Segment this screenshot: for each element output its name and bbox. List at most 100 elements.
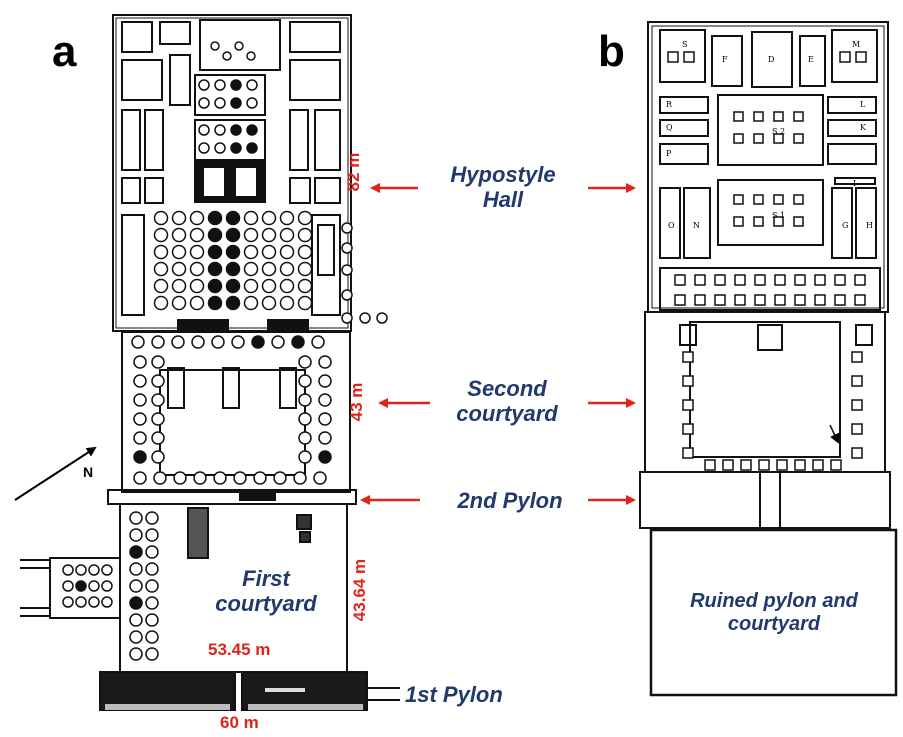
column — [189, 261, 205, 277]
column — [225, 295, 241, 311]
column — [318, 374, 332, 388]
column — [62, 564, 74, 576]
column — [271, 335, 285, 349]
first-courtyard-line2: courtyard — [215, 591, 317, 617]
pillar — [793, 111, 804, 122]
column — [376, 312, 388, 324]
pillar — [714, 274, 726, 286]
dimension-60m: 60 m — [220, 713, 259, 732]
room-label: D — [768, 55, 774, 64]
plan-b-columns — [667, 51, 867, 471]
column — [207, 278, 223, 294]
pillar — [794, 274, 806, 286]
plan-b-second-pylon — [639, 471, 891, 529]
pillar — [776, 459, 788, 471]
pillar — [814, 274, 826, 286]
column — [153, 244, 169, 260]
plan-b — [639, 21, 898, 697]
pillar — [753, 194, 764, 205]
pillar — [704, 459, 716, 471]
column — [153, 261, 169, 277]
column — [313, 471, 327, 485]
column — [129, 528, 143, 542]
first-courtyard-label: First courtyard — [196, 566, 336, 617]
column — [279, 227, 295, 243]
column — [291, 335, 305, 349]
column — [151, 393, 165, 407]
column — [129, 613, 143, 627]
column — [243, 278, 259, 294]
column — [88, 580, 100, 592]
column — [297, 244, 313, 260]
ruined-line2: courtyard — [727, 613, 821, 635]
second-courtyard-line1: Second — [467, 376, 547, 401]
pillar — [682, 399, 694, 411]
column — [279, 278, 295, 294]
ruined-line1: Ruined pylon and — [690, 590, 858, 612]
column — [298, 412, 312, 426]
plan-b-hall-s2 — [717, 94, 824, 166]
pillar — [851, 447, 863, 459]
dimension-82m: 82 m — [344, 152, 363, 192]
column — [198, 142, 210, 154]
column — [207, 244, 223, 260]
second-courtyard-line2: courtyard — [456, 401, 558, 427]
column — [129, 511, 143, 525]
column — [297, 210, 313, 226]
room-label: S — [682, 40, 687, 49]
pillar — [793, 133, 804, 144]
pillar — [851, 423, 863, 435]
pillar — [814, 294, 826, 306]
plan-b-hall-s1 — [717, 179, 824, 246]
column — [129, 647, 143, 661]
column — [145, 528, 159, 542]
column — [211, 335, 225, 349]
pillar — [733, 194, 744, 205]
column — [133, 450, 147, 464]
column — [129, 545, 143, 559]
column — [88, 564, 100, 576]
ruined-pylon-courtyard-box — [649, 528, 898, 697]
column — [246, 97, 258, 109]
column — [214, 97, 226, 109]
pillar — [740, 459, 752, 471]
column — [145, 511, 159, 525]
column — [230, 79, 242, 91]
pillar — [734, 294, 746, 306]
column — [225, 227, 241, 243]
pillar — [694, 294, 706, 306]
pillar — [773, 111, 784, 122]
pillar — [734, 274, 746, 286]
pillar — [834, 274, 846, 286]
column — [151, 355, 165, 369]
dimension-43m: 43 m — [347, 382, 366, 422]
column — [341, 289, 353, 301]
plan-a-columns — [62, 41, 388, 661]
column — [230, 124, 242, 136]
column — [191, 335, 205, 349]
column — [261, 210, 277, 226]
column — [62, 596, 74, 608]
column — [293, 471, 307, 485]
second-pylon-label: 2nd Pylon — [457, 488, 563, 513]
pillar — [754, 274, 766, 286]
column — [88, 596, 100, 608]
column — [151, 335, 165, 349]
column — [214, 124, 226, 136]
pillar — [682, 447, 694, 459]
pillar — [667, 51, 679, 63]
column — [207, 210, 223, 226]
column — [131, 335, 145, 349]
column — [318, 431, 332, 445]
dimension-43-64m: 43.64 m — [350, 558, 369, 622]
ruined-pylon-label: Ruined pylon and courtyard — [655, 590, 893, 636]
column — [243, 295, 259, 311]
column — [171, 335, 185, 349]
column — [273, 471, 287, 485]
column — [318, 393, 332, 407]
pillar — [753, 133, 764, 144]
column — [230, 142, 242, 154]
room-label: I — [853, 179, 856, 188]
